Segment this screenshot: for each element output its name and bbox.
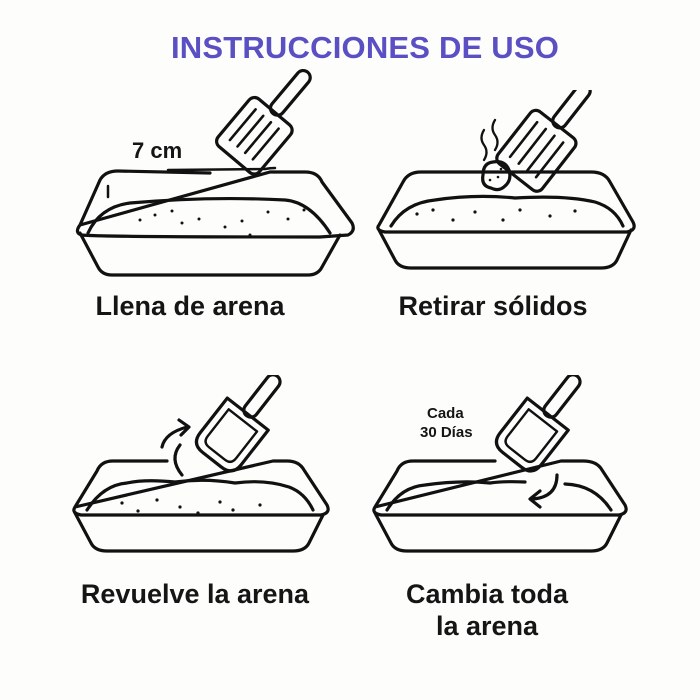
litter-box-with-slotted-scoop-icon: 7 cm <box>75 68 355 277</box>
step-fill-litter: 7 cm <box>60 65 360 280</box>
litter-box-scoop-stirring-icon <box>72 375 330 553</box>
step-caption-remove: Retirar sólidos <box>398 291 588 321</box>
depth-annotation: 7 cm <box>132 138 182 163</box>
step-change-litter: Cada 30 Días <box>365 375 665 560</box>
step-caption-change-line2: la arena <box>435 611 539 641</box>
step-caption-change: Cambia toda la arena <box>337 578 637 642</box>
frequency-annotation-line1: Cada <box>427 405 464 422</box>
step-stir-litter <box>65 375 365 560</box>
step-caption-stir: Revuelve la arena <box>80 579 310 609</box>
litter-box-scoop-removing-clump-icon <box>376 90 636 270</box>
step-caption-fill: Llena de arena <box>95 291 285 321</box>
litter-box-scoop-replace-icon: Cada 30 Días <box>372 375 628 553</box>
page-title: INSTRUCCIONES DE USO <box>170 30 560 65</box>
step-caption-change-line1: Cambia toda <box>405 579 569 609</box>
frequency-annotation-line2: 30 Días <box>420 424 473 441</box>
step-remove-solids <box>365 90 665 280</box>
